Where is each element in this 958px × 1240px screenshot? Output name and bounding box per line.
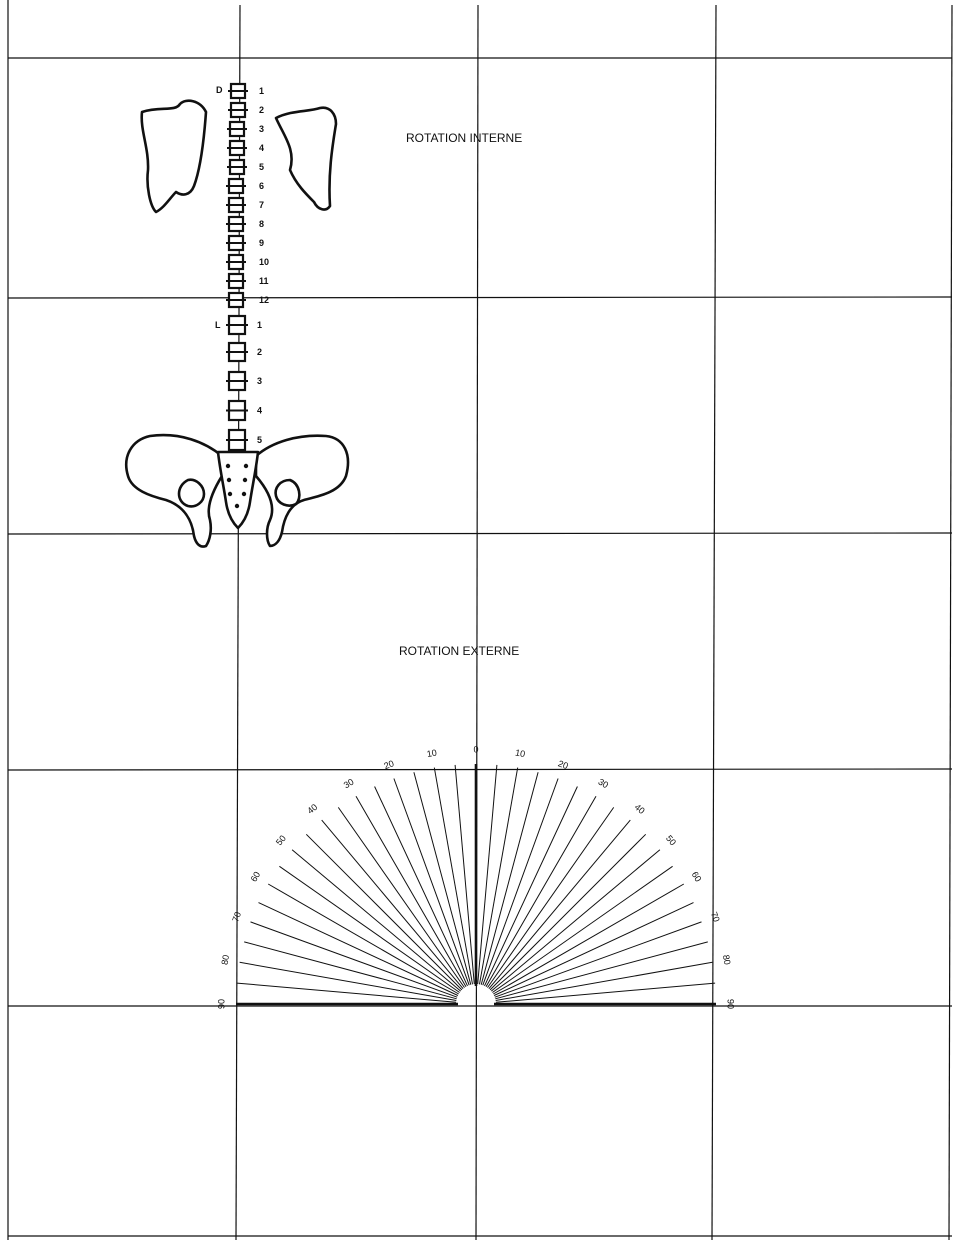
protractor-ray: [478, 765, 497, 984]
external-rotation-label: ROTATION EXTERNE: [399, 644, 519, 658]
right-scapula: [276, 108, 336, 210]
grid-hline-4: [8, 769, 952, 770]
protractor-ray: [490, 834, 646, 990]
dorsal-vertebra-number: 6: [259, 181, 264, 191]
sacral-foramen: [244, 464, 248, 468]
protractor-label-left: 60: [249, 870, 263, 884]
protractor-label-right: 10: [514, 747, 526, 759]
protractor-ray: [244, 942, 457, 999]
internal-rotation-label: ROTATION INTERNE: [406, 131, 522, 145]
grid-hline-3: [8, 533, 952, 534]
dorsal-vertebra-number: 1: [259, 86, 264, 96]
protractor-ray: [306, 834, 462, 990]
protractor-label-right: 50: [664, 833, 678, 847]
protractor-ray: [495, 942, 708, 999]
dorsal-vertebra-number: 7: [259, 200, 264, 210]
lumbar-marker: L: [215, 320, 221, 330]
protractor-ray: [237, 983, 456, 1002]
protractor-label-left: 50: [274, 833, 288, 847]
protractor-ray: [322, 820, 463, 989]
protractor-ray: [414, 772, 471, 985]
protractor-ray: [496, 983, 715, 1002]
sacrum: [218, 452, 258, 528]
protractor-ray: [455, 765, 474, 984]
pelvis: [126, 435, 348, 546]
grid-vline-3: [476, 5, 478, 1240]
protractor-label-left: 30: [342, 777, 356, 791]
protractor-label-right: 40: [633, 802, 647, 816]
protractor-label-right: 30: [596, 777, 610, 791]
dorsal-vertebra-number: 5: [259, 162, 264, 172]
sacral-foramen: [228, 492, 232, 496]
protractor-ray: [481, 772, 538, 985]
protractor-label-right: 70: [709, 910, 722, 923]
protractor-label-zero: 0: [473, 744, 478, 754]
dorsal-vertebra-number: 9: [259, 238, 264, 248]
protractor-ray: [489, 820, 630, 989]
protractor-label-left: 70: [230, 910, 243, 923]
right-ischium: [276, 480, 300, 506]
protractor-label-left: 40: [305, 802, 319, 816]
grid-hline-2: [8, 297, 952, 298]
dorsal-vertebra-number: 10: [259, 257, 269, 267]
dorsal-vertebra-number: 3: [259, 124, 264, 134]
protractor-label-right: 80: [721, 954, 733, 966]
dorsal-vertebra-number: 4: [259, 143, 264, 153]
sacral-foramen: [227, 478, 231, 482]
protractor-ray: [494, 903, 693, 996]
dorsal-vertebra-number: 12: [259, 295, 269, 305]
protractor-ray: [292, 850, 461, 991]
protractor-label-left: 80: [219, 954, 231, 966]
lumbar-vertebra-number: 2: [257, 347, 262, 357]
grid-vline-4: [712, 5, 716, 1240]
sacral-foramen: [243, 478, 247, 482]
lumbar-vertebra-number: 4: [257, 406, 262, 416]
sacral-foramen: [235, 504, 239, 508]
dorsal-vertebra-number: 8: [259, 219, 264, 229]
right-iliac: [256, 436, 348, 546]
dorsal-marker: D: [216, 85, 223, 95]
protractor-ray: [375, 787, 468, 986]
lumbar-vertebra-number: 3: [257, 376, 262, 386]
protractor-ray: [259, 903, 458, 996]
protractor-label-right: 60: [690, 870, 704, 884]
sacral-foramen: [226, 464, 230, 468]
left-ischium: [179, 480, 204, 507]
protractor-label-left: 90: [216, 999, 226, 1009]
grid-vline-5: [949, 5, 952, 1240]
protractor-ray: [491, 850, 660, 991]
left-scapula: [142, 101, 206, 212]
dorsal-vertebra-number: 11: [259, 276, 269, 286]
dorsal-vertebra-number: 2: [259, 105, 264, 115]
lumbar-vertebra-number: 1: [257, 320, 262, 330]
sacral-foramen: [242, 492, 246, 496]
protractor-label-left: 10: [426, 747, 438, 759]
protractor-label-right: 90: [726, 999, 736, 1009]
protractor-ray: [485, 787, 578, 986]
left-iliac: [126, 435, 222, 546]
lumbar-vertebra-number: 5: [257, 435, 262, 445]
